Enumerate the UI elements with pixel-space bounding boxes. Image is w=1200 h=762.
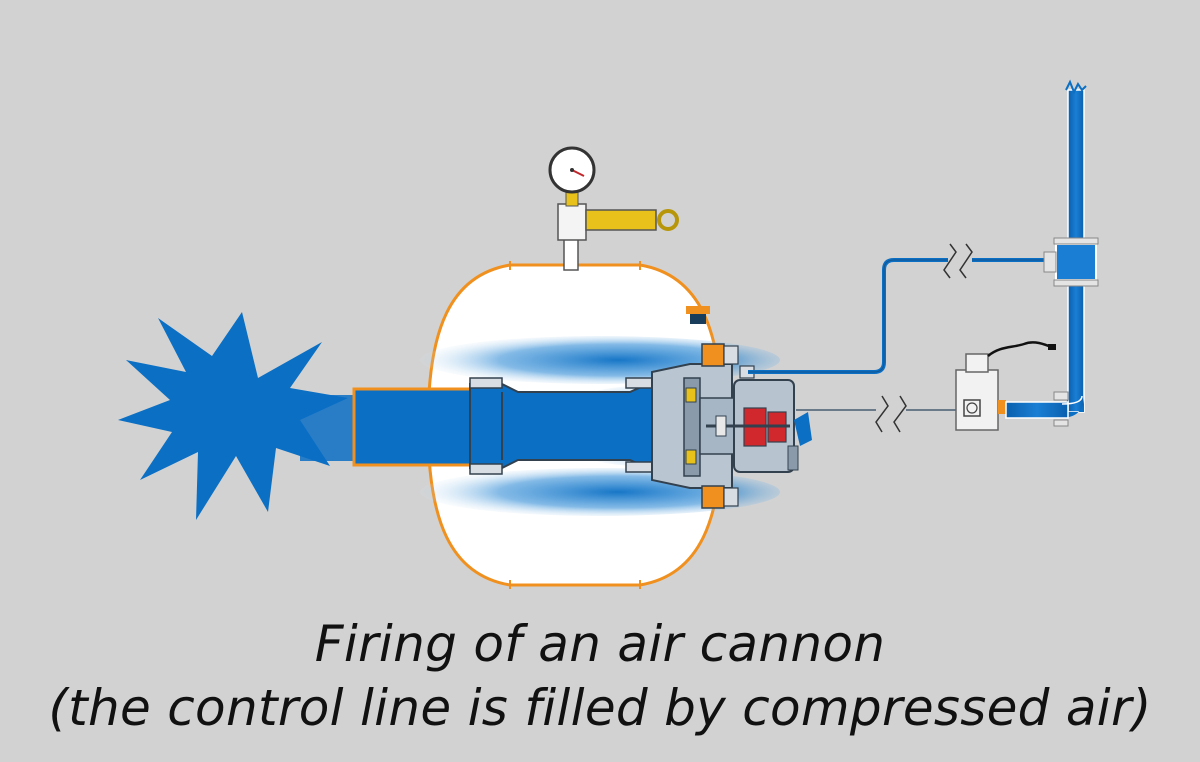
caption-subtitle: (the control line is filled by compresse… bbox=[48, 679, 1152, 737]
blast-burst-icon bbox=[118, 312, 348, 520]
control-line-lower bbox=[796, 395, 956, 433]
discharge-pipe bbox=[300, 377, 653, 475]
caption: Firing of an air cannon (the control lin… bbox=[0, 612, 1200, 740]
solenoid-valve-icon bbox=[955, 341, 1056, 431]
valve-assembly bbox=[651, 306, 812, 509]
supply-pipe bbox=[1005, 79, 1099, 427]
air-cannon-diagram bbox=[118, 79, 1099, 589]
caption-title: Firing of an air cannon bbox=[314, 615, 886, 673]
control-line-upper bbox=[748, 243, 1052, 374]
pressure-gauge-icon bbox=[548, 146, 679, 271]
